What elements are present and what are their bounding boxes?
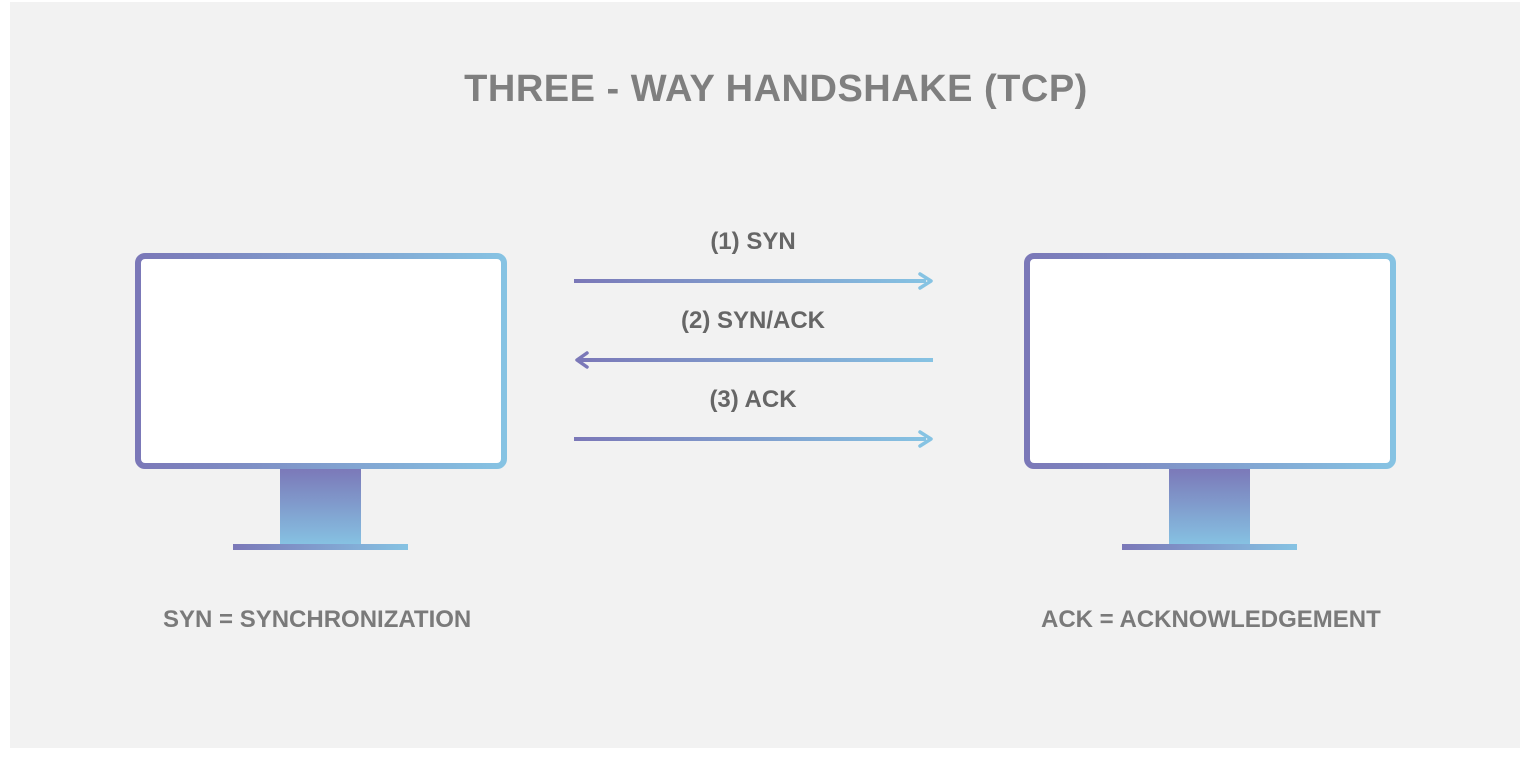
left-computer-icon [135,253,507,550]
step-syn-label: (1) SYN [710,228,796,255]
ack-definition: ACK = ACKNOWLEDGEMENT [1041,606,1381,633]
right-monitor-stand [1169,468,1250,546]
step-ack-label: (3) ACK [709,386,797,413]
left-monitor-base [233,544,408,550]
syn-ack-arrow [575,351,933,369]
syn-arrow [574,272,933,290]
diagram-title: THREE - WAY HANDSHAKE (TCP) [464,68,1088,110]
left-monitor-stand [280,468,361,546]
right-computer-icon [1024,253,1396,550]
left-monitor-screen [135,253,507,469]
right-monitor-screen [1024,253,1396,469]
step-syn-ack-label: (2) SYN/ACK [680,307,825,334]
syn-definition: SYN = SYNCHRONIZATION [163,606,472,633]
right-monitor-base [1122,544,1297,550]
ack-arrow [574,430,933,448]
